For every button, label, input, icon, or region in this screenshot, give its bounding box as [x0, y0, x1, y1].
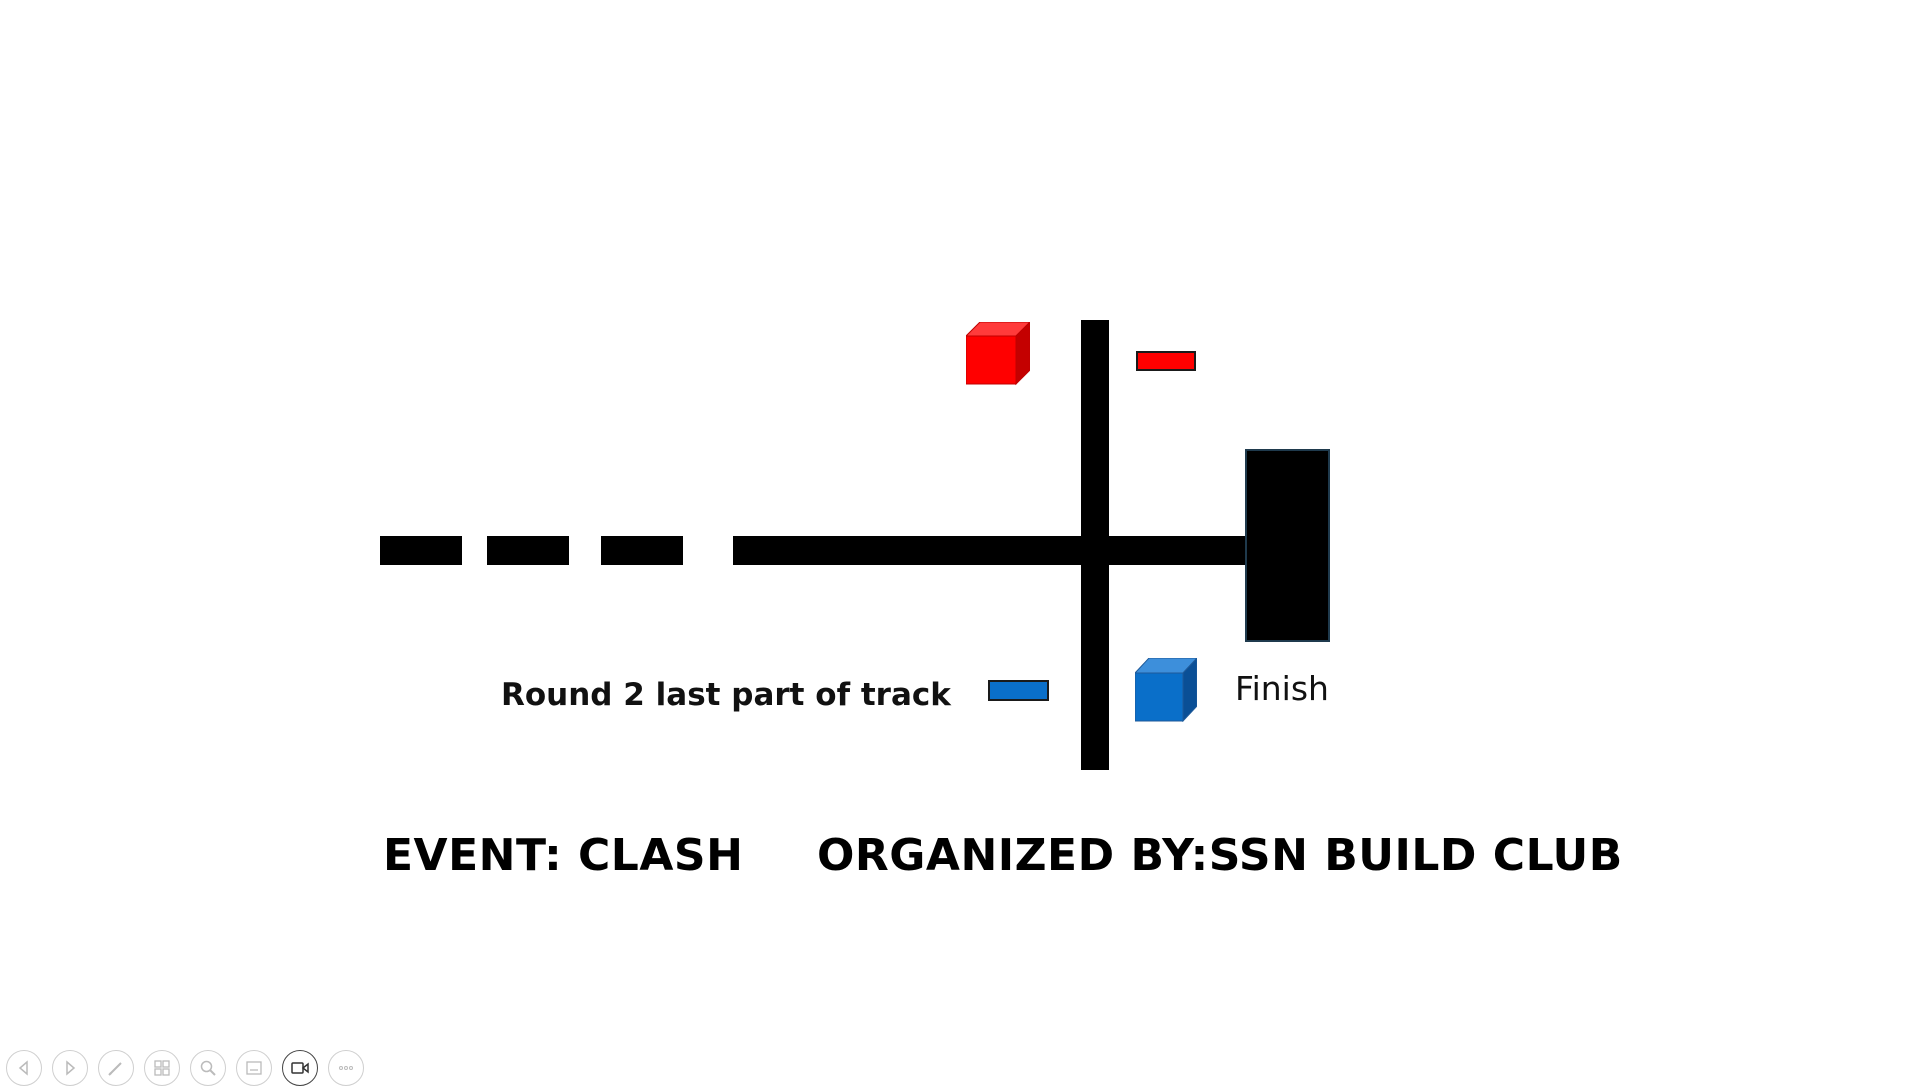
- next-icon: [66, 1060, 76, 1076]
- more-button[interactable]: [328, 1050, 364, 1086]
- track-dash-3: [601, 536, 683, 565]
- red-marker: [1136, 351, 1196, 371]
- zoom-icon: [200, 1060, 216, 1076]
- organizer-title: ORGANIZED BY:SSN BUILD CLUB: [817, 830, 1623, 881]
- zoom-button[interactable]: [190, 1050, 226, 1086]
- slides-grid-icon: [154, 1060, 170, 1076]
- track-dash-2: [487, 536, 569, 565]
- blue-cube-icon: [1135, 658, 1197, 722]
- slides-grid-button[interactable]: [144, 1050, 180, 1086]
- pen-icon: [108, 1062, 122, 1076]
- next-button[interactable]: [52, 1050, 88, 1086]
- track-caption: Round 2 last part of track: [501, 677, 951, 713]
- camera-button[interactable]: [282, 1050, 318, 1086]
- more-icon: [339, 1066, 353, 1070]
- pen-button[interactable]: [98, 1050, 134, 1086]
- subtitles-icon: [246, 1061, 262, 1075]
- previous-icon: [18, 1060, 28, 1076]
- slideshow-toolbar: [6, 1048, 364, 1088]
- blue-marker: [988, 680, 1049, 701]
- finish-label: Finish: [1235, 669, 1329, 708]
- track-main-line: [733, 536, 1248, 565]
- camera-icon: [291, 1062, 309, 1074]
- red-cube-icon: [966, 322, 1030, 386]
- previous-button[interactable]: [6, 1050, 42, 1086]
- track-cross-line: [1081, 320, 1109, 770]
- subtitles-button[interactable]: [236, 1050, 272, 1086]
- finish-block: [1245, 449, 1330, 642]
- event-title: EVENT: CLASH: [383, 830, 744, 881]
- track-dash-1: [380, 536, 462, 565]
